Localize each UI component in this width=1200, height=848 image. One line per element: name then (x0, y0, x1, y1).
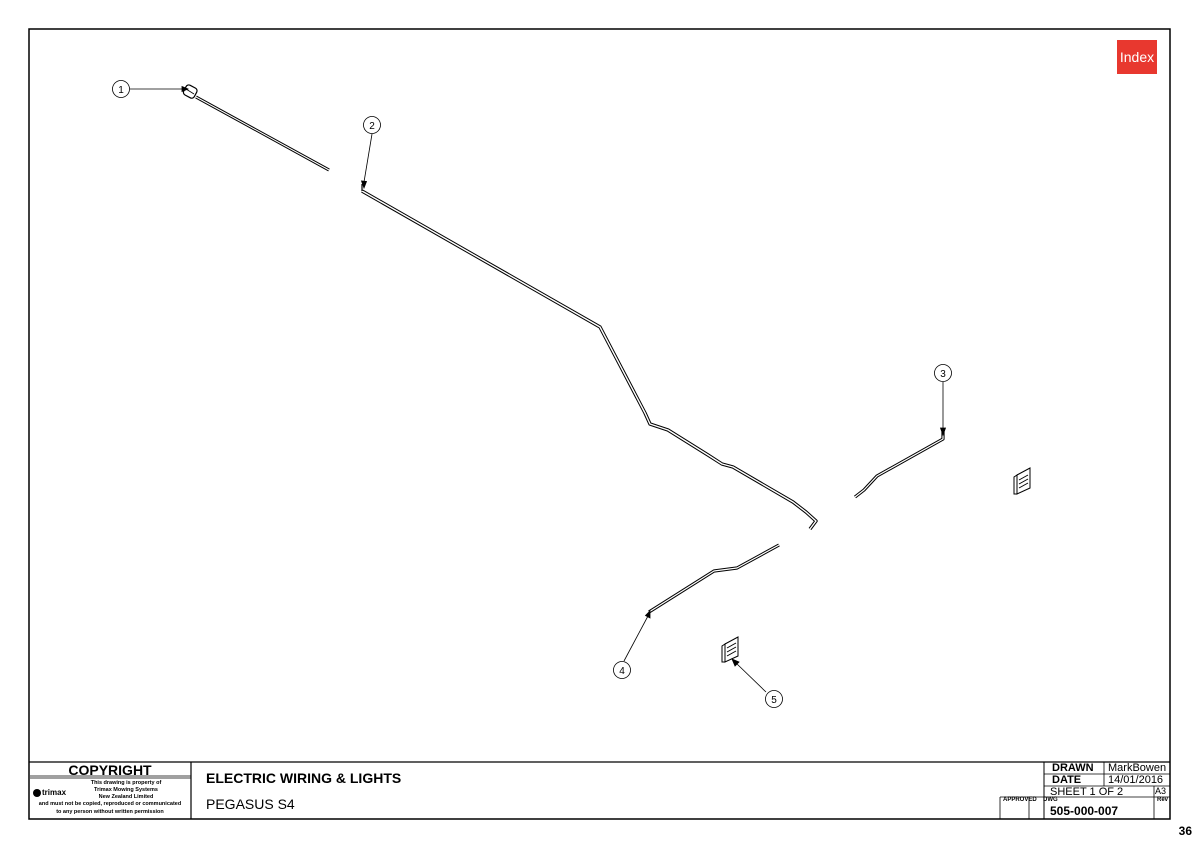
drawn-value: MarkBowen (1108, 762, 1167, 774)
connector-block-upper (1013, 467, 1031, 495)
title-block-grid (29, 761, 1170, 819)
trimax-logo-mark (33, 789, 41, 797)
balloon-3 (934, 364, 952, 382)
sheet-border (28, 28, 1171, 820)
part-1-cable (182, 84, 330, 172)
date-value: 14/01/2016 (1108, 774, 1164, 786)
dwg-number: 505-000-007 (1050, 804, 1119, 818)
balloon-label-1: 1 (118, 85, 124, 96)
drawing-subtitle: PEGASUS S4 (206, 796, 295, 812)
copyright-line-1: This drawing is property of (90, 780, 162, 786)
rev-label: Rev (1157, 797, 1169, 803)
copyright-heading: COPYRIGHT (68, 762, 152, 778)
copyright-line-3: New Zealand Limited (98, 794, 154, 800)
drawing-title: ELECTRIC WIRING & LIGHTS (206, 770, 402, 786)
balloon-2 (363, 116, 381, 134)
index-button[interactable]: Index (1117, 40, 1157, 74)
leader-lines (130, 85, 947, 693)
copyright-line-2: Trimax Mowing Systems (94, 787, 158, 793)
approved-label: APPROVED (1003, 797, 1037, 803)
drawn-label: DRAWN (1052, 762, 1094, 774)
balloon-4 (613, 661, 631, 679)
balloon-1 (112, 80, 130, 98)
balloon-label-2: 2 (369, 121, 375, 132)
balloon-label-4: 4 (619, 666, 625, 677)
trimax-logo: trimax (42, 788, 67, 797)
balloon-5 (765, 690, 783, 708)
date-label: DATE (1052, 774, 1082, 786)
page-number: 36 (1178, 824, 1192, 838)
copyright-line-5: to any person without written permission (56, 809, 164, 815)
copyright-line-4: and must not be copied, reproduced or co… (38, 801, 182, 807)
balloon-label-5: 5 (771, 695, 777, 706)
sheet-label: SHEET 1 OF 2 (1050, 786, 1124, 798)
connector-block-lower (721, 636, 739, 663)
balloon-label-3: 3 (940, 369, 946, 380)
sheet-size: A3 (1155, 786, 1167, 796)
part-2-harness (361, 184, 818, 531)
part-3-harness (854, 432, 945, 499)
balloon-circles (112, 80, 952, 708)
part-4-harness (648, 543, 780, 614)
dwg-label: DWG (1043, 797, 1058, 803)
